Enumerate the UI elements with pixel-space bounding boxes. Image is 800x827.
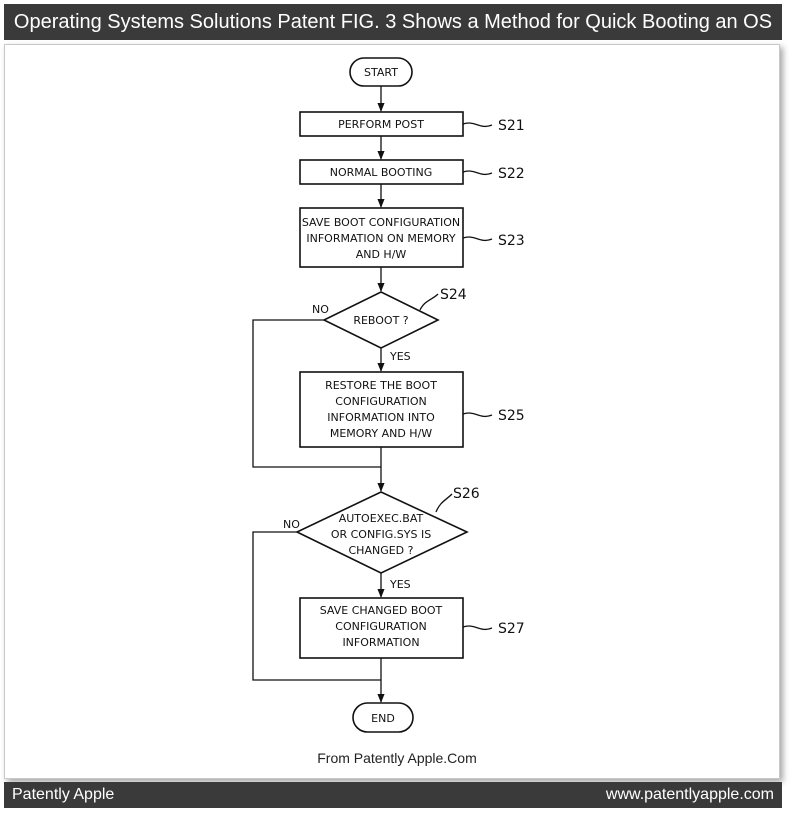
s21-text: PERFORM POST [338, 118, 424, 131]
s26-yes-label: YES [389, 578, 411, 591]
s26-label: S26 [453, 486, 480, 502]
footer-url: www.patentlyapple.com [605, 786, 774, 803]
start-text: START [364, 66, 398, 79]
s26-line-2: OR CONFIG.SYS IS [331, 528, 431, 541]
s26-leader [435, 493, 453, 513]
s26-no-label: NO [283, 518, 300, 531]
s27-label: S27 [498, 621, 525, 637]
s25-line-2: CONFIGURATION [335, 395, 426, 408]
s21-label: S21 [498, 118, 525, 134]
s22-leader [462, 170, 493, 176]
s26-no-path [252, 531, 381, 681]
s25-line-1: RESTORE THE BOOT [325, 379, 437, 392]
page-title: Operating Systems Solutions Patent FIG. … [4, 4, 782, 40]
s26-line-3: CHANGED ? [349, 544, 414, 557]
s24-no-label: NO [312, 303, 329, 316]
flowchart: START PERFORM POST S21 NORMAL BOOTING S2… [252, 57, 525, 766]
s23-label: S23 [498, 233, 525, 249]
s25-label: S25 [498, 408, 525, 424]
s27-leader [462, 625, 493, 631]
source-credit: From Patently Apple.Com [317, 750, 477, 766]
footer-brand: Patently Apple [12, 786, 115, 803]
footer-bar: Patently Apple www.patentlyapple.com [4, 782, 782, 808]
s21-leader [462, 122, 493, 128]
s27-line-3: INFORMATION [342, 636, 419, 649]
s23-box [299, 207, 464, 268]
s27-line-1: SAVE CHANGED BOOT [320, 604, 443, 617]
end-terminal [352, 702, 414, 733]
s23-line-3: AND H/W [356, 248, 407, 261]
s23-line-2: INFORMATION ON MEMORY [306, 232, 456, 245]
s27-line-2: CONFIGURATION [335, 620, 426, 633]
s25-line-4: MEMORY AND H/W [330, 427, 432, 440]
s23-leader [462, 236, 493, 242]
end-text: END [371, 712, 395, 725]
s24-label: S24 [440, 287, 467, 303]
s26-line-1: AUTOEXEC.BAT [339, 512, 424, 525]
s24-text: REBOOT ? [353, 314, 408, 327]
s22-label: S22 [498, 166, 525, 182]
s25-leader [462, 412, 493, 418]
s22-text: NORMAL BOOTING [330, 166, 433, 179]
s25-line-3: INFORMATION INTO [327, 411, 435, 424]
s24-leader [419, 293, 439, 311]
s23-line-1: SAVE BOOT CONFIGURATION [302, 216, 460, 229]
s27-box [299, 597, 464, 659]
s24-yes-label: YES [389, 350, 411, 363]
s24-no-path [252, 319, 381, 468]
